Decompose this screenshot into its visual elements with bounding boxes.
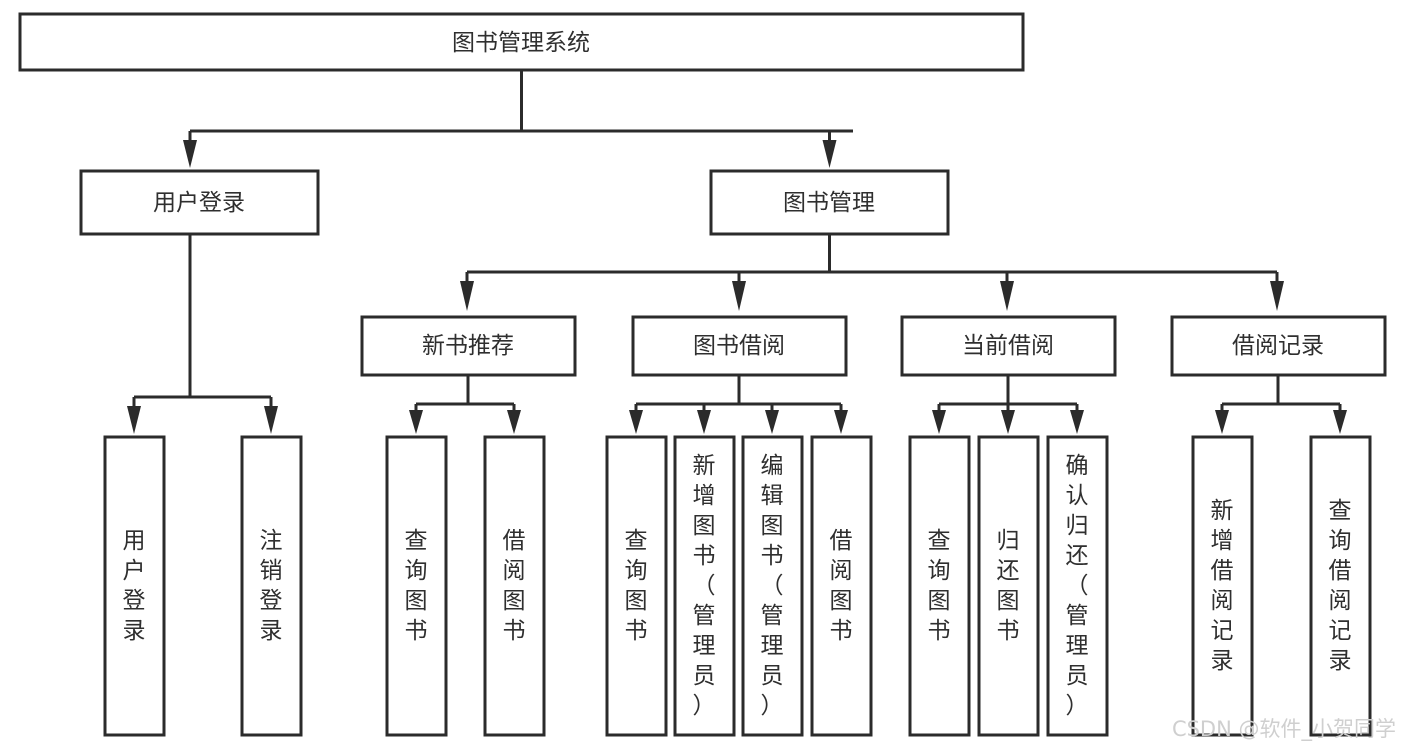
arrow-root-to-user-login xyxy=(183,140,197,168)
node-box xyxy=(631,315,848,377)
arrow-current-leaf-3 xyxy=(1070,410,1084,434)
node-box xyxy=(810,435,873,737)
node-label: 新增图书（管理员） xyxy=(693,453,716,719)
leaf-node-borrow-book-newbook[interactable]: 借阅图书 xyxy=(483,435,546,737)
node-box xyxy=(360,315,577,377)
node-box xyxy=(605,435,668,737)
node-label: 归还图书 xyxy=(997,528,1020,644)
arrow-root-to-book-manage xyxy=(822,140,837,168)
node-label: 查询借阅记录 xyxy=(1329,498,1352,674)
arrow-borrow-leaf-1 xyxy=(629,410,643,434)
node-label: 用户登录 xyxy=(153,190,245,216)
node-box xyxy=(103,435,166,737)
arrow-bookmanage-to-borrow xyxy=(732,281,746,311)
arrow-borrow-leaf-3 xyxy=(765,410,779,434)
leaf-node-add-book-admin[interactable]: 新增图书（管理员） xyxy=(673,435,736,737)
node-label: 图书借阅 xyxy=(693,333,785,359)
leaf-node-edit-book-admin[interactable]: 编辑图书（管理员） xyxy=(741,435,804,737)
node-book-management[interactable]: 图书管理 xyxy=(709,169,950,236)
leaf-node-logout[interactable]: 注销登录 xyxy=(240,435,303,737)
arrow-record-leaf-1 xyxy=(1215,410,1229,434)
node-box xyxy=(908,435,971,737)
csdn-watermark: CSDN @软件_小贺同学 xyxy=(1172,717,1396,742)
node-label: 借阅图书 xyxy=(503,528,526,644)
leaf-node-query-book-current[interactable]: 查询图书 xyxy=(908,435,971,737)
node-label: 编辑图书（管理员） xyxy=(761,453,784,719)
node-label: 用户登录 xyxy=(123,528,146,644)
node-new-book-recommendation[interactable]: 新书推荐 xyxy=(360,315,577,377)
node-root-book-management-system[interactable]: 图书管理系统 xyxy=(18,12,1025,72)
leaf-node-confirm-return-admin[interactable]: 确认归还（管理员） xyxy=(1046,435,1109,737)
node-box xyxy=(240,435,303,737)
node-user-login[interactable]: 用户登录 xyxy=(79,169,320,236)
arrow-bookmanage-to-record xyxy=(1270,281,1284,311)
node-book-borrowing[interactable]: 图书借阅 xyxy=(631,315,848,377)
arrow-current-leaf-1 xyxy=(932,410,946,434)
node-label: 确认归还（管理员） xyxy=(1066,453,1089,719)
node-current-borrowing[interactable]: 当前借阅 xyxy=(900,315,1117,377)
node-box xyxy=(1170,315,1387,377)
leaf-node-query-book-borrow[interactable]: 查询图书 xyxy=(605,435,668,737)
arrow-borrow-leaf-4 xyxy=(834,410,848,434)
arrow-newbook-leaf-2 xyxy=(507,410,521,434)
node-label: 查询图书 xyxy=(405,528,428,644)
connector-layer xyxy=(127,70,1347,434)
node-box xyxy=(483,435,546,737)
arrow-record-leaf-2 xyxy=(1333,410,1347,434)
arrow-bookmanage-to-current xyxy=(1000,281,1014,311)
leaf-node-add-borrow-record[interactable]: 新增借阅记录 xyxy=(1191,435,1254,737)
node-label: 当前借阅 xyxy=(962,333,1054,359)
node-box xyxy=(741,435,804,737)
leaf-node-borrow-book-borrow[interactable]: 借阅图书 xyxy=(810,435,873,737)
node-label: 借阅图书 xyxy=(830,528,853,644)
node-label: 新增借阅记录 xyxy=(1211,498,1234,674)
arrow-current-leaf-2 xyxy=(1001,410,1015,434)
arrow-bookmanage-to-new-book xyxy=(460,281,474,311)
node-box xyxy=(79,169,320,236)
node-box xyxy=(709,169,950,236)
node-label: 查询图书 xyxy=(625,528,648,644)
arrow-userlogin-leaf-2 xyxy=(264,406,278,434)
leaf-node-return-book[interactable]: 归还图书 xyxy=(977,435,1040,737)
node-label: 借阅记录 xyxy=(1232,333,1324,359)
node-box xyxy=(1309,435,1372,737)
node-label: 新书推荐 xyxy=(422,333,514,359)
node-box xyxy=(900,315,1117,377)
arrow-borrow-leaf-2 xyxy=(697,410,711,434)
leaf-node-query-book-newbook[interactable]: 查询图书 xyxy=(385,435,448,737)
node-box xyxy=(385,435,448,737)
arrow-newbook-leaf-1 xyxy=(409,410,423,434)
node-label: 图书管理 xyxy=(783,190,875,216)
leaf-node-user-login-action[interactable]: 用户登录 xyxy=(103,435,166,737)
node-box xyxy=(1046,435,1109,737)
node-box xyxy=(977,435,1040,737)
node-box xyxy=(1191,435,1254,737)
node-borrowing-record[interactable]: 借阅记录 xyxy=(1170,315,1387,377)
node-box xyxy=(673,435,736,737)
node-label: 图书管理系统 xyxy=(452,30,590,56)
node-label: 注销登录 xyxy=(260,528,283,644)
leaf-node-query-borrow-record[interactable]: 查询借阅记录 xyxy=(1309,435,1372,737)
node-label: 查询图书 xyxy=(928,528,951,644)
arrow-userlogin-leaf-1 xyxy=(127,406,141,434)
node-box xyxy=(18,12,1025,72)
